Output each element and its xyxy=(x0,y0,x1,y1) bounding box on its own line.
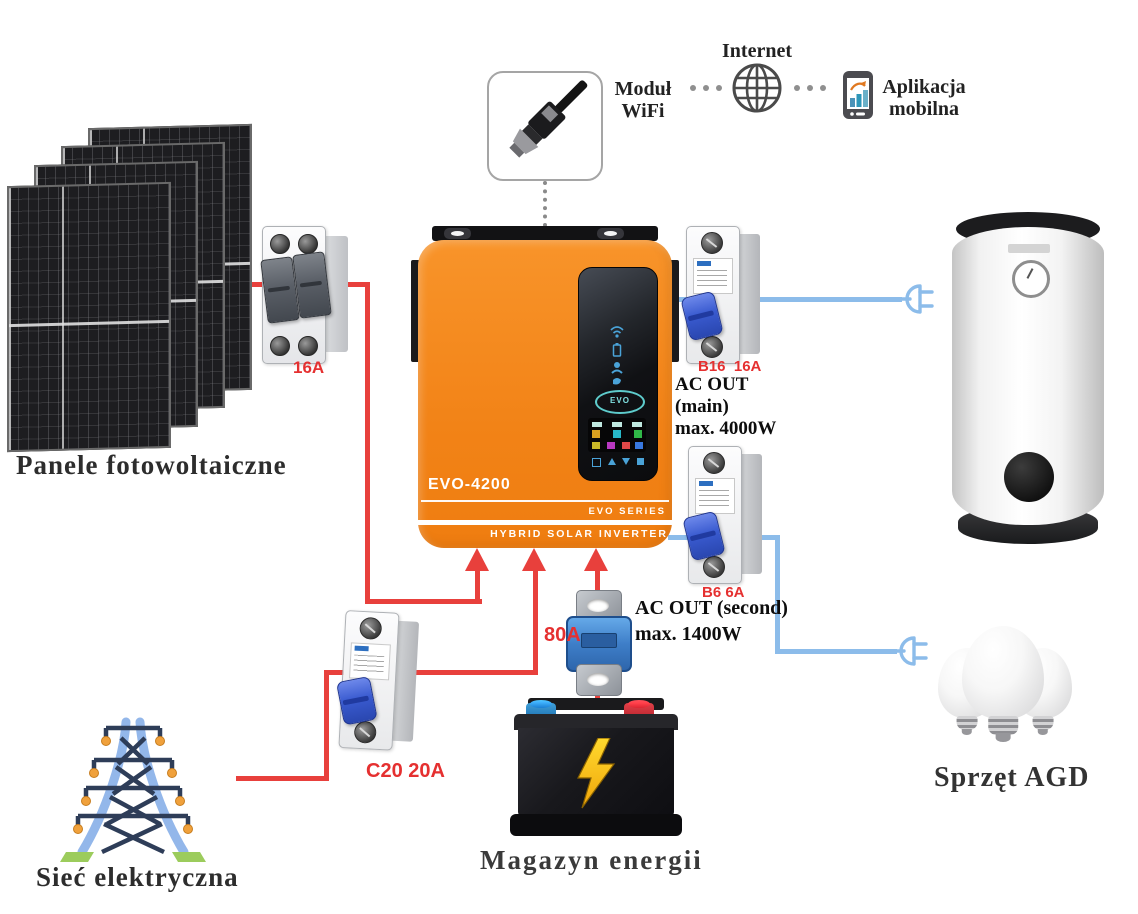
internet-label: Internet xyxy=(722,40,792,62)
pv-fuse-label: 16A xyxy=(293,358,325,377)
inverter-mount-hole-left xyxy=(444,228,471,239)
inverter-type-badge: HYBRID SOLAR INVERTER xyxy=(490,528,668,540)
inverter-divider-line xyxy=(421,500,669,502)
grid-label: Sieć elektryczna xyxy=(36,862,239,892)
inverter-white-band xyxy=(418,520,672,525)
dc-line-pv-arrow-tail xyxy=(475,568,480,603)
ac-plug-icon-boiler xyxy=(896,284,934,314)
battery-fuse-label: 80A xyxy=(544,624,581,646)
breaker-b6-label: B6 6A xyxy=(702,584,745,601)
dc-line-pv-vertical xyxy=(365,282,370,604)
ac-line-second-v xyxy=(775,535,780,654)
dc-line-fuse-right xyxy=(328,282,370,287)
breaker-b16-label: B16 16A xyxy=(698,358,762,375)
ac-line-second-h2 xyxy=(775,649,897,654)
inverter-heatsink-left xyxy=(411,260,420,362)
solar-panels-label: Panele fotowoltaiczne xyxy=(16,450,287,480)
internet-globe-icon xyxy=(732,63,782,113)
link-dots-left-icon xyxy=(690,85,722,91)
dc-line-grid-h1 xyxy=(236,776,328,781)
power-grid-tower-icon xyxy=(60,717,206,862)
dc-line-battery-up xyxy=(595,568,600,600)
breaker-c20-label: C20 20A xyxy=(366,760,445,782)
boiler-brand-mark xyxy=(1008,244,1050,253)
battery-fuse-80a-icon xyxy=(566,590,632,696)
link-dots-right-icon xyxy=(794,85,826,91)
dc-arrow-pv-input xyxy=(465,548,489,571)
dc-line-pv-to-fuse xyxy=(248,282,272,287)
inverter-model-label: EVO-4200 xyxy=(428,476,511,493)
inverter-mount-hole-right xyxy=(597,228,624,239)
dc-line-battery-down xyxy=(595,686,600,708)
temperature-gauge-icon xyxy=(1012,260,1050,298)
inverter-status-icons xyxy=(610,326,624,385)
inverter-touch-buttons xyxy=(592,458,644,467)
wifi-module-icon xyxy=(487,71,603,181)
dc-line-grid-v2 xyxy=(533,568,538,675)
ac-plug-icon-appliances xyxy=(890,636,928,666)
wifi-to-inverter-dashed-link xyxy=(543,181,547,227)
inverter-lcd-screen xyxy=(588,418,646,452)
pv-dc-fuse-16a-icon xyxy=(260,226,350,364)
dc-line-grid-v1 xyxy=(324,670,329,781)
dc-line-grid-h2 xyxy=(324,670,538,675)
battery-icon xyxy=(510,698,682,842)
dc-arrow-grid-input xyxy=(522,548,546,571)
dc-line-pv-horizontal xyxy=(365,599,482,604)
ac-out-main-text: AC OUT (main) max. 4000W xyxy=(675,374,777,439)
appliances-bulbs-icon xyxy=(938,626,1072,766)
breaker-b16-icon xyxy=(680,226,764,364)
battery-label: Magazyn energii xyxy=(480,845,703,875)
breaker-c20-icon xyxy=(335,610,423,751)
appliances-label: Sprzęt AGD xyxy=(934,762,1090,793)
ac-out-second-text: AC OUT (second) max. 1400W xyxy=(635,597,788,645)
heater-flange-icon xyxy=(1004,452,1054,502)
ac-line-main-out xyxy=(668,297,902,302)
mobile-app-icon xyxy=(843,71,873,119)
dc-arrow-battery-input xyxy=(584,548,608,571)
water-heater-icon xyxy=(952,212,1104,548)
lightning-bolt-icon xyxy=(577,738,616,809)
inverter-heatsink-right xyxy=(670,260,679,362)
inverter-logo-badge: EVO xyxy=(595,390,645,414)
inverter-series-badge: EVO SERIES xyxy=(588,506,666,517)
breaker-b6-icon xyxy=(682,446,766,584)
